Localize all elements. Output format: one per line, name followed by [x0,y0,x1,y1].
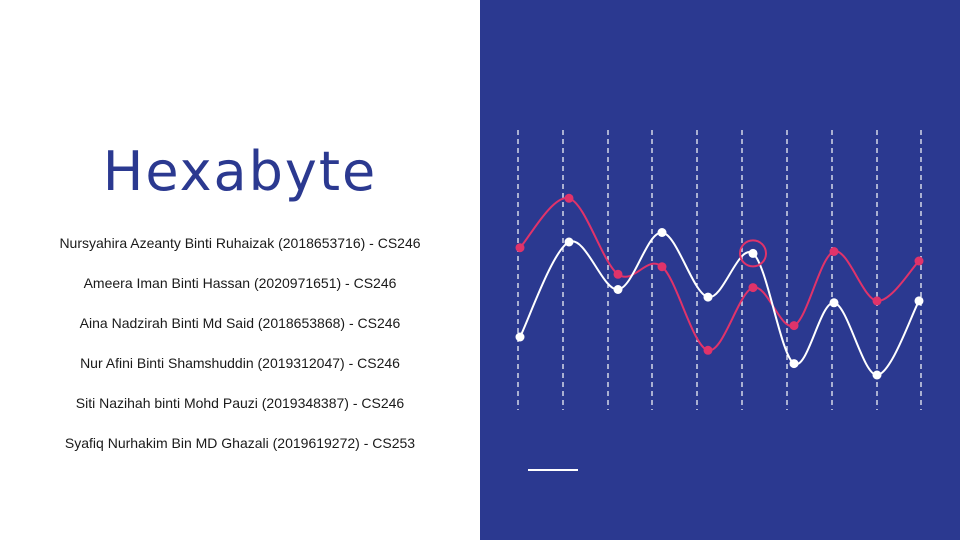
highlight-ring [739,239,767,268]
accent-line [528,469,578,471]
pink-wave-point [515,243,525,253]
page-title: Hexabyte [102,140,378,203]
member-list: Nursyahira Azeanty Binti Ruhaizak (20186… [0,233,480,473]
pink-wave-point [703,345,713,355]
pink-wave-point [789,321,799,331]
white-wave-point [748,248,758,258]
decorative-panel [480,0,960,540]
white-wave-point [564,237,574,247]
white-wave-point [872,370,882,380]
member-item: Ameera Iman Binti Hassan (2020971651) - … [83,275,397,291]
member-item: Aina Nadzirah Binti Md Said (2018653868)… [79,315,401,331]
pink-wave-point [657,262,667,272]
pink-wave-line [519,197,920,352]
member-item: Syafiq Nurhakim Bin MD Ghazali (20196192… [64,435,416,451]
member-item: Nur Afini Binti Shamshuddin (2019312047)… [80,355,400,371]
pink-wave-point [613,269,623,279]
white-wave-point [515,332,525,342]
white-wave-point [657,228,667,237]
decorative-wave-graphic [515,130,924,410]
pink-wave-point [748,283,758,293]
pink-wave-point [564,193,574,203]
pink-wave-point [829,247,839,256]
white-wave-line [519,231,920,377]
white-wave-point [613,285,623,294]
title-panel: Hexabyte Nursyahira Azeanty Binti Ruhaiz… [0,140,480,473]
pink-wave-point [872,296,882,306]
white-wave-point [914,296,924,306]
member-item: Nursyahira Azeanty Binti Ruhaizak (20186… [59,235,421,251]
pink-wave-point [914,256,924,266]
member-item: Siti Nazihah binti Mohd Pauzi (201934838… [75,395,405,411]
white-wave-point [703,292,713,302]
white-wave-point [789,359,799,369]
white-wave-point [829,298,839,308]
